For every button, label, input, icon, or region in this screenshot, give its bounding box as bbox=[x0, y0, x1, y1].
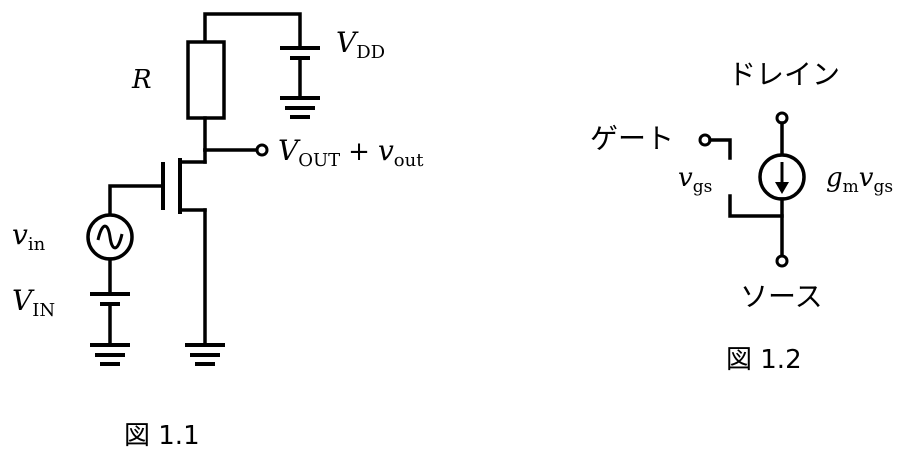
caption-figure-1-1: 図 1.1 bbox=[124, 421, 200, 451]
ground-symbol-source bbox=[185, 343, 225, 366]
resistor bbox=[186, 40, 226, 120]
wire-gate bbox=[108, 184, 165, 216]
vgs-label: vgs bbox=[678, 163, 712, 197]
caption-figure-1-2: 図 1.2 bbox=[726, 345, 802, 375]
figure-1-2: ドレイン ゲート ソース vgs gmvgs 図 1.2 bbox=[590, 58, 893, 375]
VIN-label: VIN bbox=[12, 284, 55, 321]
gm-vgs-label: gmvgs bbox=[826, 163, 893, 197]
vdd-label: VDD bbox=[336, 26, 385, 63]
figure-1-1: R VDD VOUT+vout vin VIN 図 1.1 bbox=[12, 12, 424, 451]
drain-label: ドレイン bbox=[728, 58, 840, 91]
source-terminal bbox=[775, 254, 789, 268]
wire-top bbox=[203, 12, 302, 50]
vin-label: vin bbox=[12, 218, 46, 255]
ground-symbol-vdd bbox=[280, 96, 320, 119]
arrow-down-icon bbox=[775, 182, 789, 194]
output-terminal bbox=[255, 143, 269, 157]
vout-label: VOUT+vout bbox=[278, 134, 424, 171]
wire-vgs-bottom bbox=[728, 194, 784, 218]
sine-icon bbox=[96, 224, 124, 250]
resistor-label: R bbox=[131, 65, 152, 95]
wire-gate-stub bbox=[708, 138, 732, 160]
gate-label: ゲート bbox=[590, 122, 674, 155]
ground-symbol-vin bbox=[90, 343, 130, 366]
source-label: ソース bbox=[740, 280, 823, 313]
